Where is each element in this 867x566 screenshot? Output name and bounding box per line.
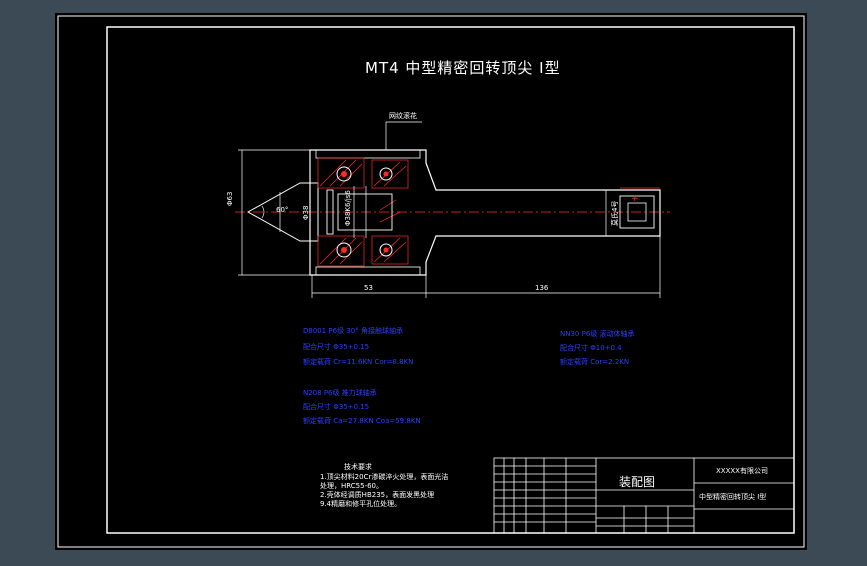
tip-cone	[246, 182, 319, 242]
section-hatch	[317, 157, 409, 267]
title-block-product: 中型精密回转顶尖 I型	[699, 493, 767, 501]
tech-requirements-title: 技术要求	[344, 463, 372, 471]
inner-frame	[106, 26, 795, 534]
title-block	[493, 457, 795, 534]
tip-angle-arc	[261, 205, 265, 219]
shank-end	[619, 195, 655, 229]
dim-tip-angle: 60°	[276, 206, 289, 214]
dim-length-right: 136	[535, 284, 549, 292]
section-mark: +	[631, 194, 639, 204]
dim-inner-diameter: Φ38	[302, 205, 310, 220]
title-block-drawing-name: 装配图	[619, 475, 656, 489]
dim-taper: 莫氏4号	[611, 200, 619, 226]
bearing-balls	[336, 166, 393, 258]
title-block-company: XXXXX有限公司	[716, 467, 768, 475]
drawing-title: MT4 中型精密回转顶尖 I型	[365, 59, 561, 77]
knurl-band-bottom	[315, 266, 421, 276]
dim-bearing-fit: Φ38K6/js6	[344, 190, 352, 226]
dim-length-left: 53	[364, 284, 373, 292]
callout-knurl: 网纹滚花	[389, 112, 417, 120]
spindle-bore	[337, 193, 393, 231]
inner-sleeve	[326, 189, 334, 235]
dimension-lines	[238, 121, 661, 298]
drawing-sheet	[55, 13, 807, 550]
outer-frame	[57, 15, 805, 548]
knurl-band-top	[315, 149, 421, 159]
dim-overall-diameter: Φ63	[226, 191, 234, 206]
shank-slot	[627, 202, 647, 222]
